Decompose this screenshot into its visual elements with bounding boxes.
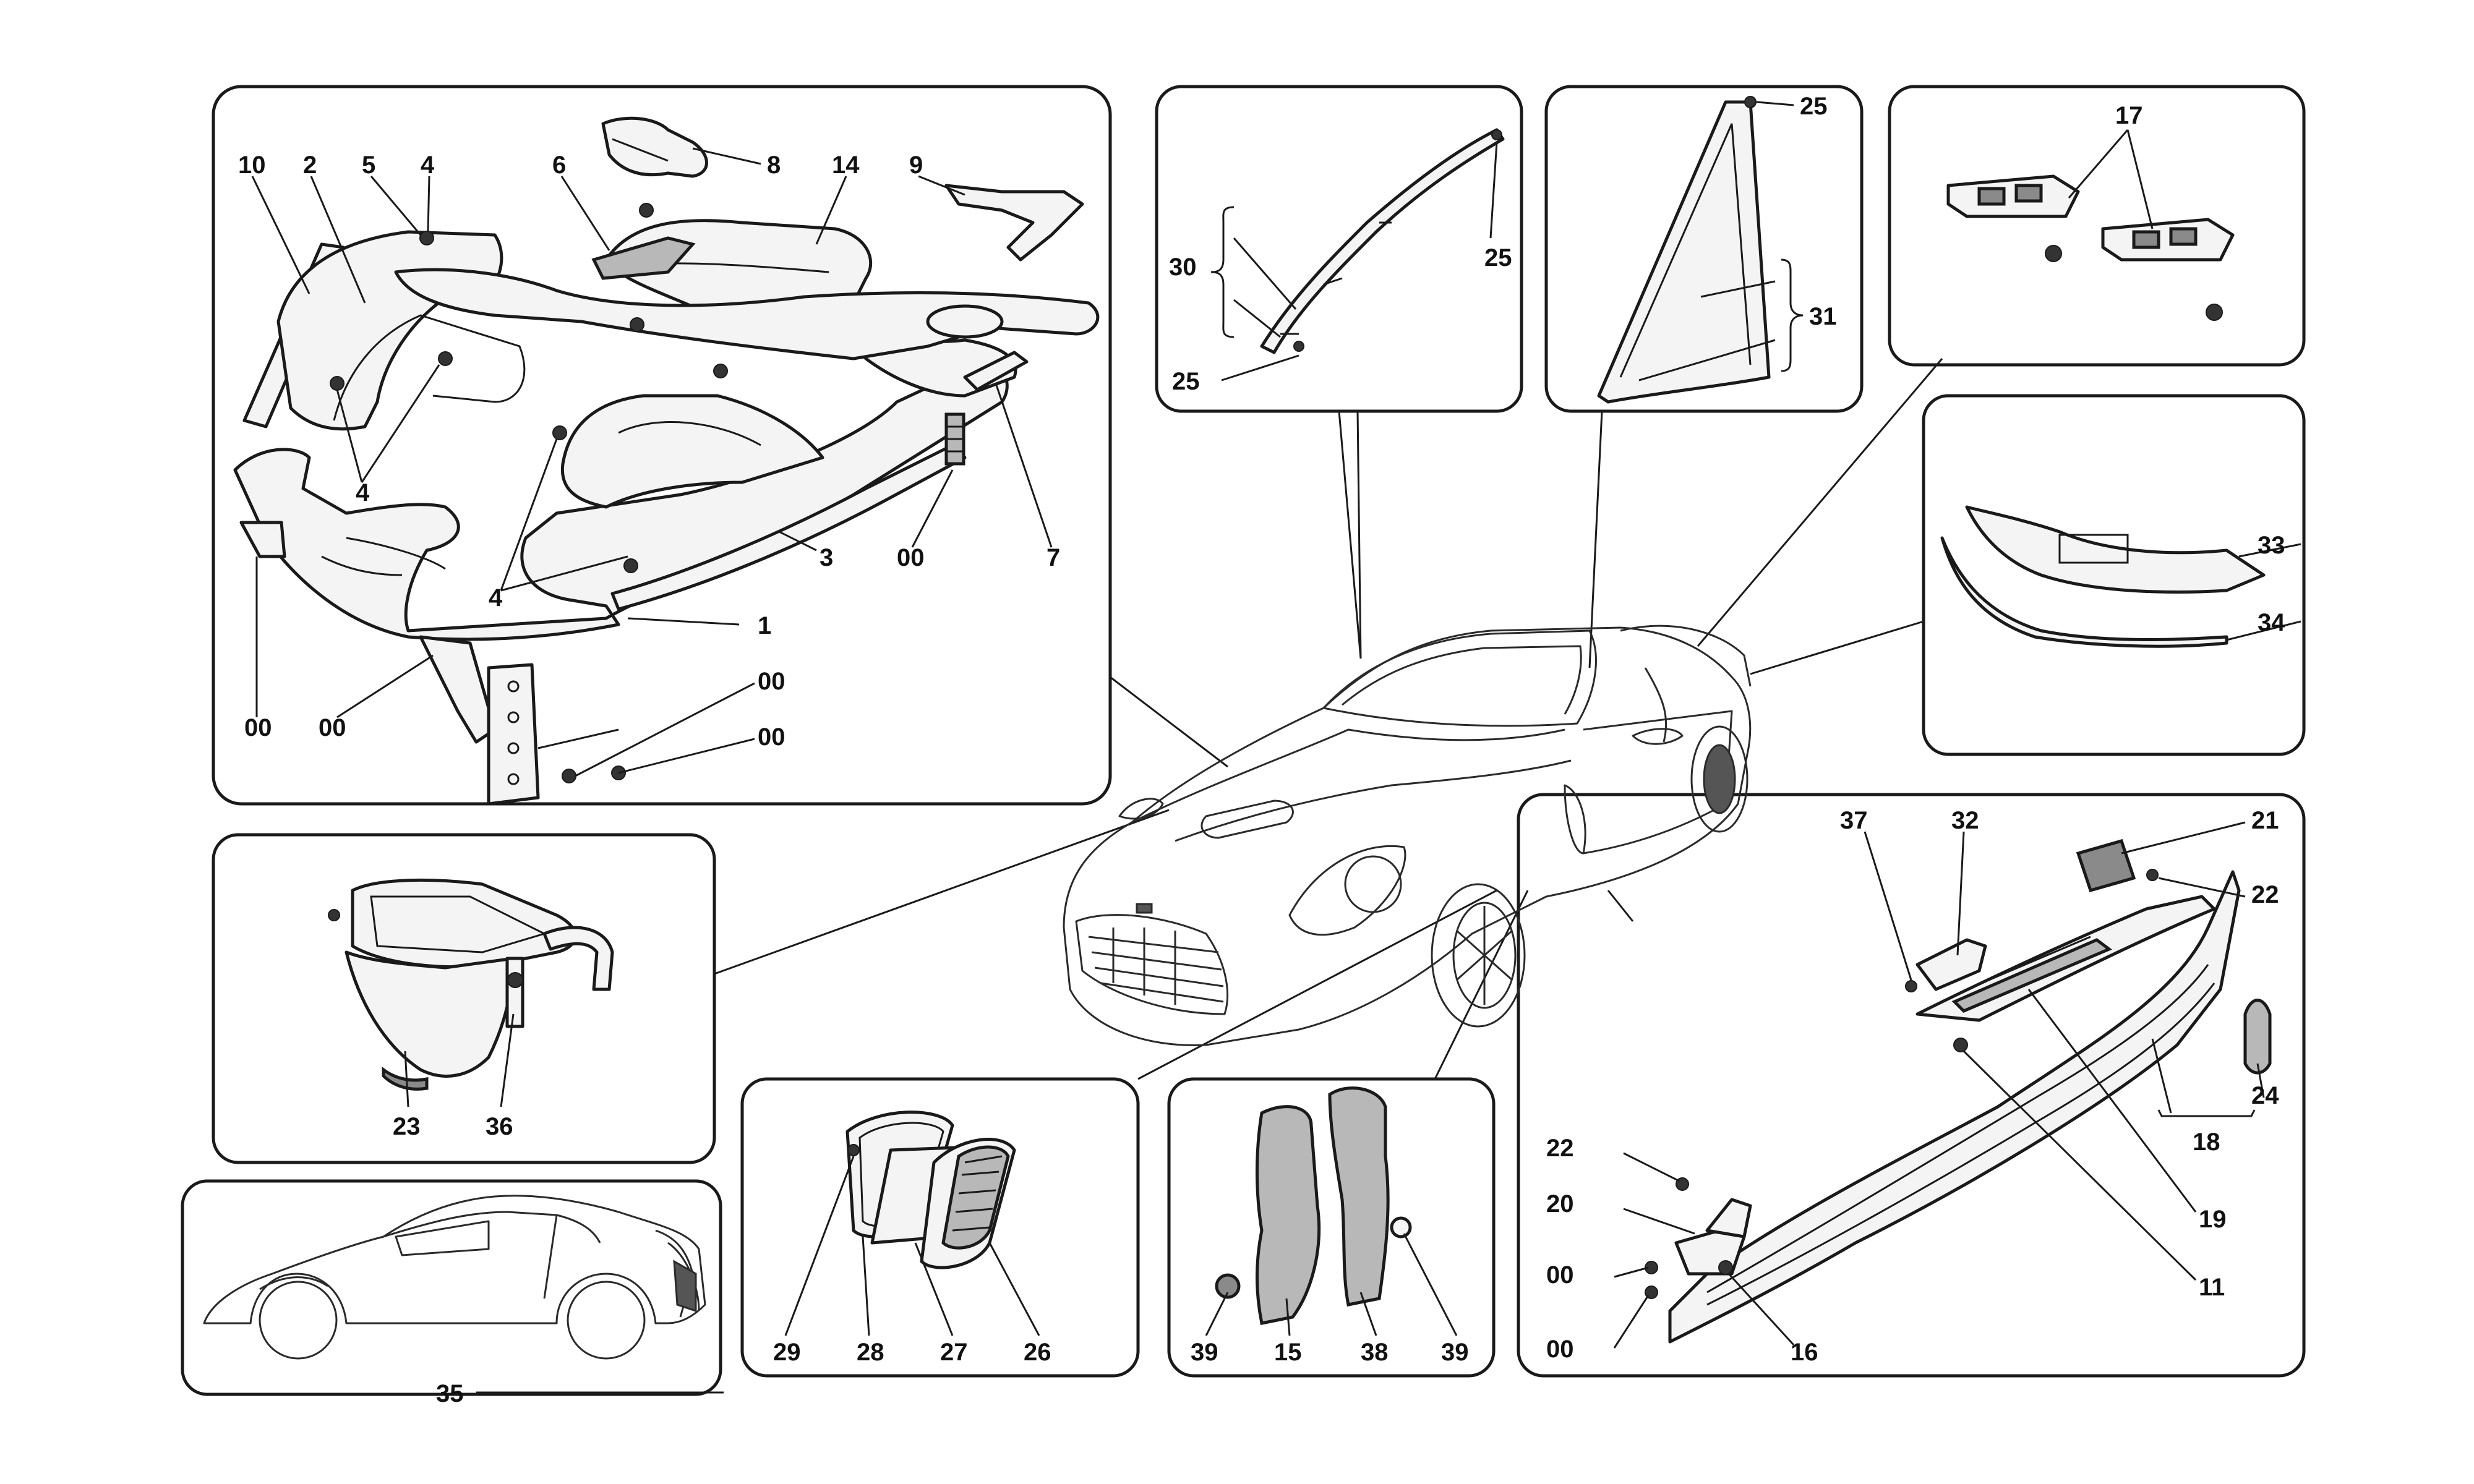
callout-26: 26	[1024, 1339, 1051, 1366]
rear-trim-parts	[1940, 505, 2301, 648]
panel-latches	[1888, 85, 2306, 367]
callout-38: 38	[1361, 1339, 1389, 1366]
callout-29: 29	[773, 1339, 801, 1366]
callout-34: 34	[2258, 609, 2285, 636]
callout-25: 25	[1172, 368, 1200, 395]
callout-11: 11	[2199, 1274, 2225, 1301]
latch-parts	[1946, 129, 2235, 321]
callout-00: 00	[1546, 1336, 1574, 1363]
callout-21: 21	[2251, 807, 2279, 834]
underbody-parts	[233, 116, 1100, 806]
callout-32: 32	[1951, 807, 1979, 834]
callout-7: 7	[1047, 544, 1060, 571]
callout-22: 22	[1546, 1135, 1574, 1162]
callout-00: 00	[758, 723, 785, 751]
car-illustration	[1063, 625, 1752, 1046]
callout-18: 18	[2193, 1128, 2220, 1156]
callout-22: 22	[2251, 881, 2279, 908]
callout-2: 2	[303, 151, 317, 179]
callout-4: 4	[489, 584, 503, 612]
callout-27: 27	[940, 1339, 968, 1366]
callout-6: 6	[552, 151, 566, 179]
callout-14: 14	[832, 151, 860, 179]
callout-31: 31	[1809, 303, 1837, 330]
callout-23: 23	[393, 1113, 421, 1140]
callout-30: 30	[1169, 254, 1197, 281]
callout-24: 24	[2251, 1082, 2279, 1109]
callout-19: 19	[2199, 1206, 2227, 1233]
callout-37: 37	[1840, 807, 1868, 834]
side-sill-parts	[1613, 821, 2272, 1349]
callout-3: 3	[820, 544, 833, 571]
callout-15: 15	[1274, 1339, 1302, 1366]
callout-4: 4	[421, 151, 435, 179]
air-duct-parts	[328, 878, 614, 1107]
side-view-car	[203, 1195, 724, 1394]
heat-shield-parts	[1205, 1086, 1458, 1336]
callout-1: 1	[758, 612, 771, 639]
callout-20: 20	[1546, 1190, 1574, 1217]
connector-lines	[714, 358, 1943, 1080]
panel-side-sill	[1517, 793, 2306, 1378]
callout-labels: 10 2 5 4 6 8 14 9 4 4 3 00 7 1 00 00 00 …	[238, 93, 2285, 1407]
callout-25: 25	[1484, 244, 1512, 271]
callout-36: 36	[486, 1113, 513, 1140]
callout-25: 25	[1800, 93, 1828, 120]
windshield-trim-parts	[1210, 128, 1505, 382]
callout-16: 16	[1791, 1339, 1818, 1366]
callout-00: 00	[319, 714, 346, 741]
callout-10: 10	[238, 151, 266, 179]
callout-39: 39	[1191, 1339, 1218, 1366]
callout-17: 17	[2115, 102, 2143, 129]
callout-00: 00	[244, 714, 272, 741]
callout-28: 28	[857, 1339, 884, 1366]
panel-side-view	[181, 1179, 722, 1396]
callout-33: 33	[2258, 532, 2285, 559]
callout-00: 00	[1546, 1261, 1574, 1289]
callout-5: 5	[362, 151, 375, 179]
pillar-trim-parts	[1597, 96, 1804, 404]
callout-8: 8	[767, 151, 781, 179]
callout-4: 4	[356, 479, 370, 506]
panel-heat-shields	[1167, 1077, 1496, 1378]
side-grille-parts	[784, 1111, 1040, 1336]
callout-00: 00	[758, 668, 785, 695]
callout-39: 39	[1441, 1339, 1469, 1366]
callout-35: 35	[436, 1380, 464, 1407]
callout-9: 9	[909, 151, 923, 179]
callout-00: 00	[897, 544, 925, 571]
